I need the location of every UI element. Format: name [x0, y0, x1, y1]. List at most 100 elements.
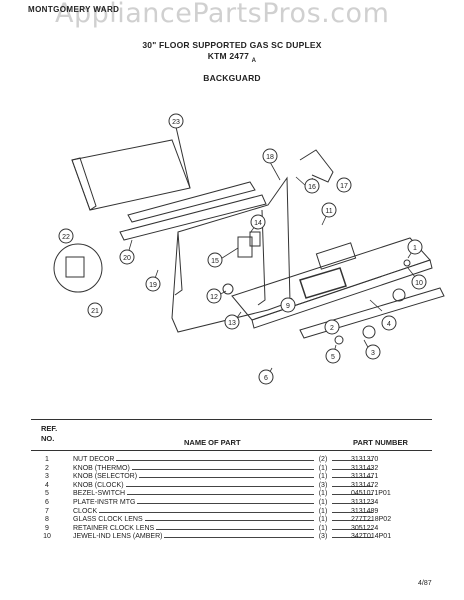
part-number-cell: 0451071P01 — [351, 490, 391, 498]
name-header: NAME OF PART — [184, 438, 241, 447]
trim-strip — [299, 287, 445, 339]
part-number-cell: 342T014P01 — [351, 533, 392, 541]
callout-16: 16 — [304, 178, 320, 194]
callout-3: 3 — [365, 344, 381, 360]
exploded-parts-diagram: 23 18 16 17 11 14 22 20 15 1 10 19 12 9 … — [53, 113, 445, 385]
frame-leg-left — [174, 231, 183, 296]
switch-block — [249, 231, 261, 247]
ref-no-cell: 3 — [45, 473, 49, 481]
part-number-cell: 3131370 — [351, 456, 379, 463]
part-name-cell: KNOB (CLOCK) — [73, 481, 126, 490]
callout-10: 10 — [411, 274, 427, 290]
leader-lines — [126, 161, 420, 378]
quantity-cell: (3) — [314, 533, 332, 542]
ref-no-cell: 5 — [45, 490, 49, 498]
model-label: MONTGOMERY WARD — [28, 5, 120, 14]
part-number-cell: 3131234 — [351, 499, 379, 506]
nut-decor — [334, 335, 344, 345]
callout-2-text: 2 — [330, 325, 334, 332]
callout-11: 11 — [321, 202, 337, 218]
model-number-text: KTM 2477 — [207, 51, 250, 61]
leader-dashes — [73, 454, 373, 461]
lower-rail — [119, 194, 267, 241]
page-title: 30" FLOOR SUPPORTED GAS SC DUPLEX — [142, 40, 322, 50]
callout-23: 23 — [168, 113, 184, 129]
quantity-cell: (1) — [314, 473, 332, 482]
callout-9: 9 — [280, 297, 296, 313]
knob-thermo — [362, 325, 376, 339]
watermark: AppliancePartsPros.com — [55, 0, 390, 29]
callout-21: 21 — [87, 302, 103, 318]
quantity-cell: (1) — [314, 499, 332, 507]
backguard-panel — [71, 139, 191, 211]
callout-19: 19 — [145, 276, 161, 292]
bezel-switch — [315, 242, 357, 270]
quantity-cell: (1) — [314, 490, 332, 499]
switch-assembly — [237, 236, 253, 258]
callout-4-text: 4 — [387, 321, 391, 328]
ref-no-cell: 6 — [45, 499, 49, 506]
callout-12-text: 12 — [210, 294, 218, 301]
jewel-lens — [403, 259, 411, 267]
callout-14-text: 14 — [254, 220, 262, 227]
callout-20: 20 — [119, 249, 135, 265]
leader-dashes — [73, 497, 373, 504]
leader-dashes — [73, 514, 373, 522]
callout-10-text: 10 — [415, 280, 423, 287]
callout-labels: 23 18 16 17 11 14 22 20 15 1 10 19 12 9 … — [58, 113, 427, 385]
leader-dashes — [73, 523, 373, 530]
callout-15: 15 — [207, 252, 223, 268]
callout-20-text: 20 — [123, 255, 131, 262]
leader-dashes — [73, 480, 373, 487]
ref-no-cell: 9 — [45, 524, 49, 532]
leader-23 — [175, 126, 191, 189]
callout-6-text: 6 — [264, 375, 268, 382]
ref-no-cell: 7 — [45, 507, 49, 515]
callout-21-text: 21 — [91, 308, 99, 315]
callout-12: 12 — [206, 288, 222, 304]
callout-19-text: 19 — [149, 282, 157, 289]
table-header-rule — [31, 450, 432, 451]
part-number-cell: 3131472 — [351, 481, 379, 489]
side-bracket — [299, 149, 334, 183]
instrument-plate-lip — [251, 259, 433, 329]
part-name-cell: BEZEL-SWITCH — [73, 490, 128, 499]
callout-2: 2 — [324, 319, 340, 335]
callout-22: 22 — [58, 228, 74, 244]
detail-circle — [53, 243, 103, 293]
leader-dashes — [73, 471, 373, 479]
detail-bracket — [65, 256, 85, 278]
leader-dashes — [73, 531, 373, 539]
no-header: NO. — [41, 434, 55, 443]
part-number-header: PART NUMBER — [353, 438, 408, 447]
quantity-cell: (3) — [314, 481, 332, 490]
knob-12 — [222, 283, 234, 295]
part-name-cell: RETAINER CLOCK LENS — [73, 524, 157, 533]
ref-no-cell: 1 — [45, 456, 49, 463]
model-number: KTM 2477 A — [0, 51, 464, 64]
callout-18-text: 18 — [266, 154, 274, 161]
callout-6: 6 — [258, 369, 274, 385]
part-number-cell: 3131432 — [351, 464, 379, 472]
callout-1: 1 — [407, 239, 423, 255]
callout-22-text: 22 — [62, 234, 70, 241]
callout-14: 14 — [250, 214, 266, 230]
part-name-cell: GLASS CLOCK LENS — [73, 516, 145, 525]
part-name-cell: KNOB (THERMO) — [73, 464, 132, 473]
callout-13: 13 — [224, 314, 240, 330]
table-row: 5 BEZEL-SWITCH (1) 0451071P01 — [31, 490, 432, 499]
callout-13-text: 13 — [228, 320, 236, 327]
callout-23-text: 23 — [172, 119, 180, 126]
quantity-cell: (2) — [314, 456, 332, 464]
callout-18: 18 — [262, 148, 278, 164]
table-top-rule — [31, 419, 432, 420]
part-name-cell: JEWEL-IND LENS (AMBER) — [73, 533, 165, 542]
quantity-cell: (1) — [314, 507, 332, 516]
callout-4: 4 — [381, 315, 397, 331]
backguard-panel-edge — [71, 157, 97, 211]
